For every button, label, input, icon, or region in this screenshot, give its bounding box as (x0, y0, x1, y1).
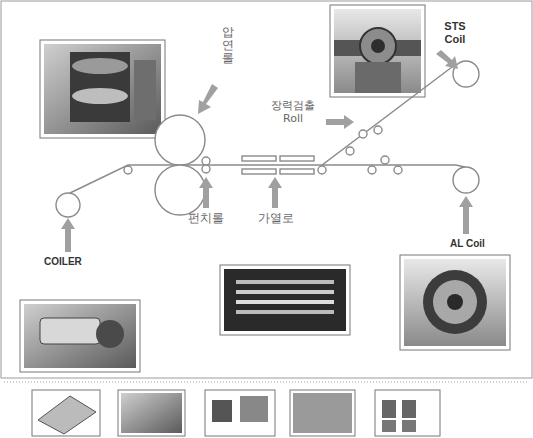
frame (1, 1, 532, 378)
roll-label: 압연롤 (222, 26, 234, 66)
al-coil-photo (400, 255, 510, 350)
divider (4, 382, 529, 383)
strip-line (56, 61, 479, 217)
coil-label: AL Coil (450, 238, 485, 250)
coil-label: STS Coil (437, 20, 473, 45)
pointer-arrows (61, 50, 473, 252)
pinch-roll-label: 펀치롤 (188, 212, 224, 226)
furnace-label: 가열로 (258, 212, 294, 226)
product-photos (32, 390, 440, 436)
coiler-photo (20, 300, 140, 372)
mill-photo (40, 40, 165, 138)
furnace-photo (220, 265, 350, 335)
tension-roll-label: 장력검출 Roll (262, 100, 324, 125)
coiler-label: COILER (44, 256, 82, 268)
sts-coil-photo (330, 5, 425, 97)
